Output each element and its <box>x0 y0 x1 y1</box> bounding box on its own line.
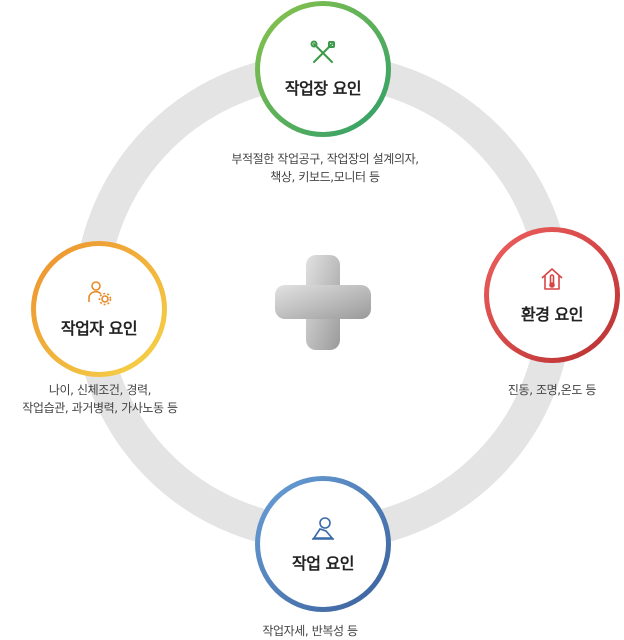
worker-gear-icon <box>85 279 113 307</box>
description-line: 진동, 조명,온도 등 <box>507 383 597 397</box>
node-task: 작업 요인 <box>255 476 391 612</box>
description-line: 부적절한 작업공구, 작업장의 설계의자, <box>231 152 419 166</box>
node-worker: 작업자 요인 <box>31 241 167 377</box>
description-line: 작업습관, 과거병력, 가사노동 등 <box>22 401 178 415</box>
node-description-environment: 진동, 조명,온도 등 <box>480 381 624 399</box>
node-title: 작업 요인 <box>292 554 354 573</box>
node-environment: 환경 요인 <box>484 227 620 363</box>
description-line: 책상, 키보드,모니터 등 <box>270 170 380 184</box>
tools-icon <box>309 39 337 67</box>
description-line: 작업자세, 반복성 등 <box>262 624 358 638</box>
node-description-task: 작업자세, 반복성 등 <box>220 622 400 640</box>
plus-icon <box>275 255 371 350</box>
worker-task-icon <box>309 514 337 542</box>
node-workplace: 작업장 요인 <box>255 1 391 137</box>
node-title: 작업장 요인 <box>284 79 362 98</box>
node-description-worker: 나이, 신체조건, 경력, 작업습관, 과거병력, 가사노동 등 <box>0 381 200 417</box>
house-thermometer-icon <box>538 265 566 293</box>
node-description-workplace: 부적절한 작업공구, 작업장의 설계의자, 책상, 키보드,모니터 등 <box>180 150 470 186</box>
node-title: 환경 요인 <box>521 305 583 324</box>
description-line: 나이, 신체조건, 경력, <box>48 383 152 397</box>
node-title: 작업자 요인 <box>60 319 138 338</box>
